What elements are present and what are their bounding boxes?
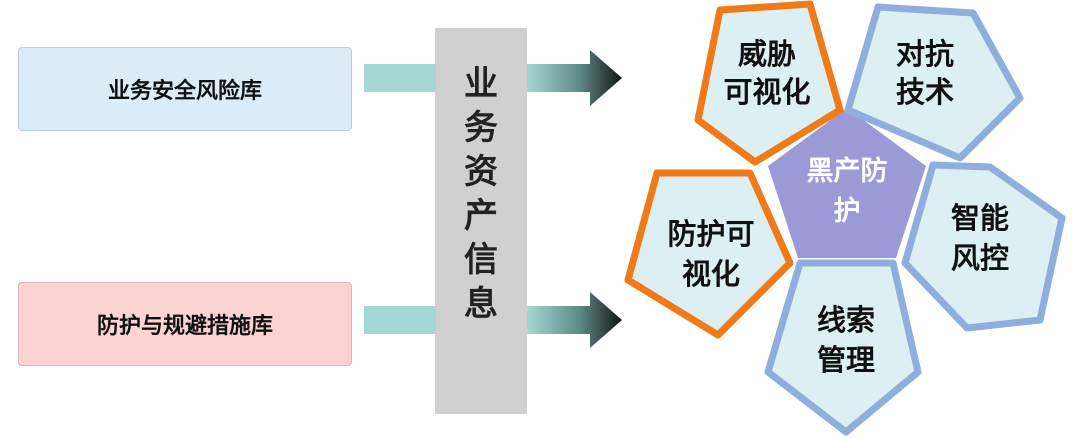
counter-label-line2: 技术: [896, 75, 954, 109]
protect-vis-label-line2: 视化: [682, 257, 740, 291]
asset-info-char: 息: [464, 284, 498, 324]
hub-label-line2: 护: [834, 196, 861, 227]
clue-label-line1: 线索: [817, 303, 875, 337]
bottom-arrow-tail: [364, 306, 436, 334]
bottom-arrow: [364, 292, 622, 348]
top-arrow-head: [527, 50, 622, 106]
asset-info-text: 业 务 资 产 信 息: [435, 62, 527, 326]
protect-vis-label-line1: 防护可: [667, 217, 754, 251]
hub-pentagon: [768, 108, 926, 258]
protect-vis-pentagon: [624, 169, 794, 339]
risk-ctrl-label-line1: 智能: [951, 201, 1009, 235]
protect-library-box: 防护与规避措施库: [18, 282, 352, 366]
asset-info-char: 产: [464, 196, 498, 236]
counter-label-line1: 对抗: [896, 37, 954, 71]
risk-library-box: 业务安全风险库: [18, 47, 352, 131]
asset-info-char: 务: [464, 108, 498, 148]
risk-library-label: 业务安全风险库: [107, 79, 262, 104]
top-arrow: [364, 50, 622, 106]
asset-info-char: 信: [464, 240, 498, 280]
protect-library-label: 防护与规避措施库: [96, 314, 273, 339]
clue-mgmt-pentagon: [764, 259, 922, 436]
asset-info-bar: [435, 28, 527, 414]
risk-ctrl-label-line2: 风控: [951, 241, 1009, 275]
threat-vis-pentagon: [694, 0, 844, 166]
counter-tech-pentagon: [844, 3, 1024, 162]
asset-info-char: 资: [464, 152, 498, 192]
clue-label-line2: 管理: [817, 343, 875, 377]
threat-label-line2: 可视化: [723, 75, 810, 109]
smart-risk-pentagon: [901, 161, 1066, 332]
hub-label-line1: 黑产防: [807, 156, 888, 187]
top-arrow-tail: [364, 64, 436, 92]
asset-info-char: 业: [464, 64, 498, 104]
bottom-arrow-head: [527, 292, 622, 348]
threat-label-line1: 威胁: [738, 37, 796, 71]
